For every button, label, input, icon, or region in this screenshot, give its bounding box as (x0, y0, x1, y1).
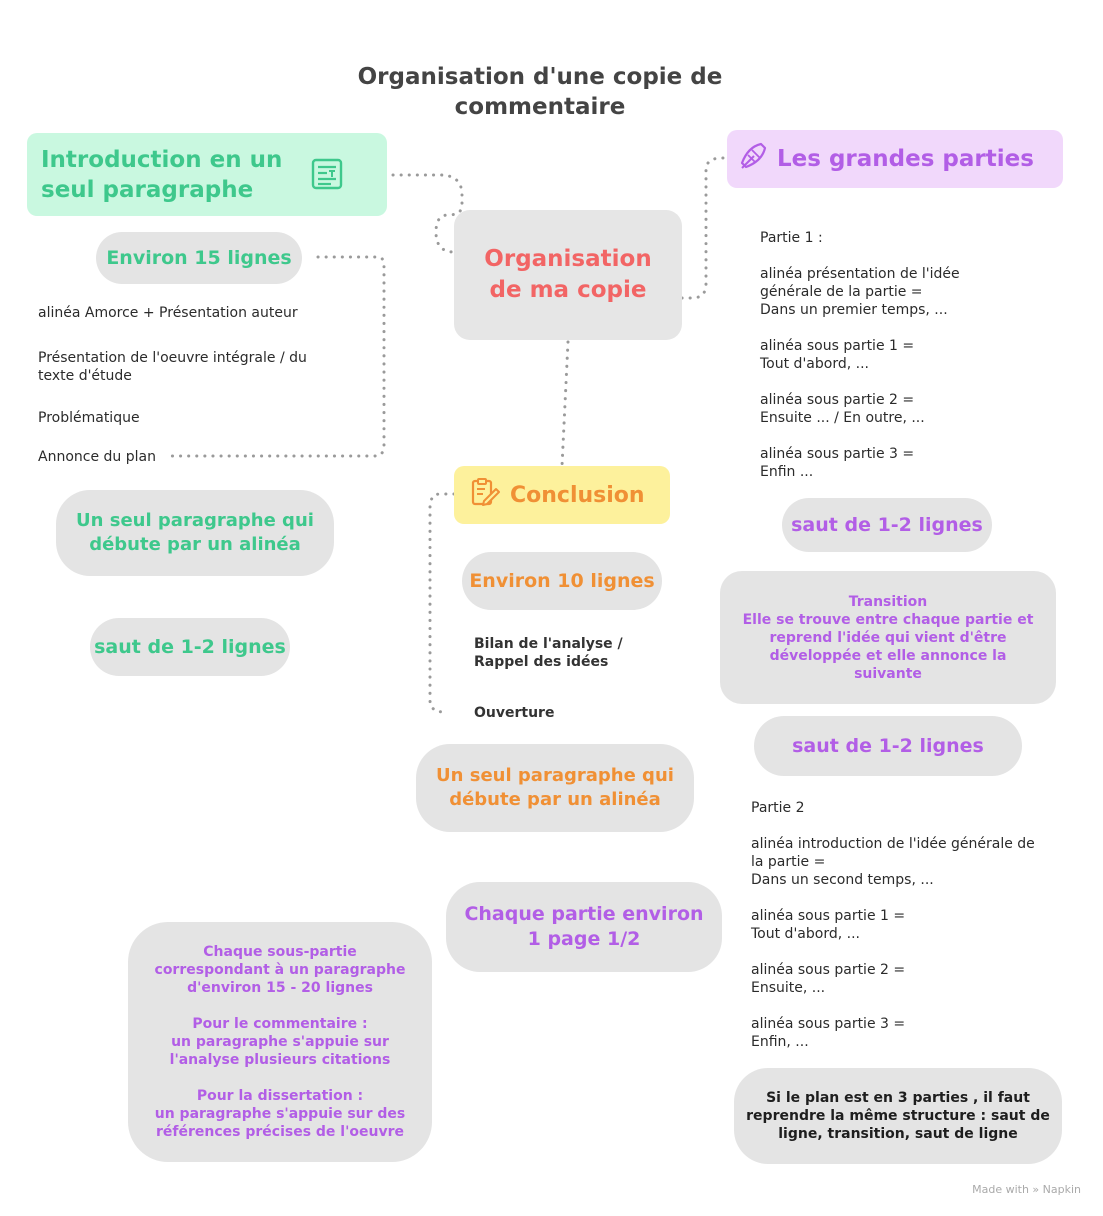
conclusion-box: Conclusion (454, 466, 670, 524)
clipboard-edit-icon (470, 477, 500, 513)
intro-item-presentation: Présentation de l'oeuvre intégrale / du … (38, 350, 307, 384)
intro-box: Introduction en un seul paragraphe (27, 133, 387, 216)
intro-heading: Introduction en un seul paragraphe (41, 147, 283, 203)
conclusion-heading: Conclusion (510, 482, 645, 508)
intro-lines-badge: Environ 15 lignes (96, 232, 302, 284)
center-node: Organisation de ma copie (454, 210, 682, 340)
parts-box: Les grandes parties (727, 130, 1063, 188)
connector-parts-center (680, 156, 732, 300)
intro-note: Un seul paragraphe qui débute par un ali… (56, 490, 334, 576)
subpart-note: Chaque sous-partie correspondant à un pa… (128, 922, 432, 1162)
connector-intro-center (391, 173, 464, 254)
intro-item-annonce: Annonce du plan (38, 449, 156, 465)
connector-conclusion-items (428, 492, 456, 714)
intro-item-amorce: alinéa Amorce + Présentation auteur (38, 305, 298, 321)
transition-note: Transition Elle se trouve entre chaque p… (720, 571, 1056, 704)
made-with-napkin: Made with » Napkin (972, 1183, 1081, 1196)
parts-gap-2: saut de 1-2 lignes (754, 716, 1022, 776)
conclusion-item-bilan: Bilan de l'analyse / Rappel des idées (474, 636, 623, 670)
intro-item-problematique: Problématique (38, 410, 140, 426)
part1-text: Partie 1 : alinéa présentation de l'idée… (760, 230, 960, 480)
conclusion-note: Un seul paragraphe qui débute par un ali… (416, 744, 694, 832)
part2-text: Partie 2 alinéa introduction de l'idée g… (751, 800, 1035, 1050)
conclusion-item-ouverture: Ouverture (474, 705, 555, 721)
conclusion-lines-badge: Environ 10 lignes (462, 552, 662, 610)
parts-gap-1: saut de 1-2 lignes (782, 498, 992, 552)
document-icon (311, 158, 343, 198)
connector-center-conclusion (560, 340, 570, 468)
center-label: Organisation de ma copie (484, 246, 652, 303)
pen-writing-icon (739, 141, 769, 177)
connector-badge-plan (168, 255, 386, 458)
parts-heading: Les grandes parties (777, 146, 1034, 172)
part-length-note: Chaque partie environ 1 page 1/2 (446, 882, 722, 972)
three-parts-note: Si le plan est en 3 parties , il faut re… (734, 1068, 1062, 1164)
intro-gap: saut de 1-2 lignes (90, 618, 290, 676)
page-title: Organisation d'une copie de commentaire (357, 64, 723, 120)
